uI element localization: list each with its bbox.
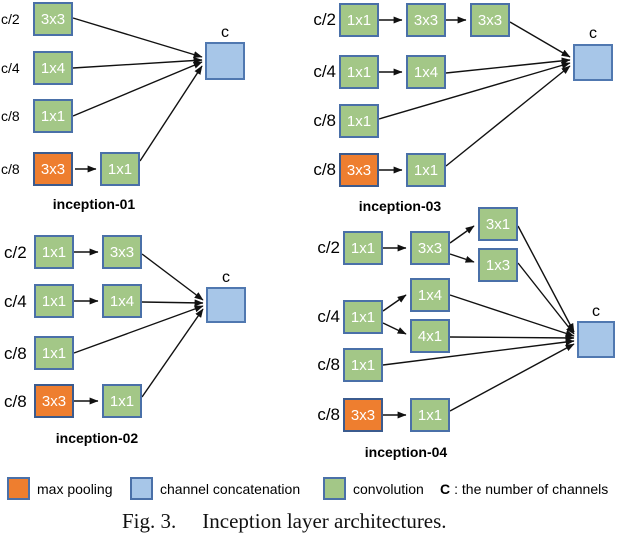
conv-box: 1x1 — [33, 99, 73, 133]
conv-box: 1x1 — [339, 3, 379, 37]
conv-box: 1x1 — [406, 153, 446, 187]
diagram-caption: inception-04 — [364, 444, 448, 460]
conv-box: 1x1 — [34, 284, 74, 318]
legend-label-concatenation: channel concatenation — [160, 481, 301, 497]
conv-box: 1x4 — [102, 284, 142, 318]
max-pooling-box: 3x3 — [34, 384, 74, 418]
inception-04-arrows — [382, 225, 575, 419]
concat-box — [573, 44, 613, 81]
channel-label: c/2 — [317, 238, 340, 257]
conv-box: 3x3 — [406, 3, 446, 37]
conv-box: 1x3 — [478, 248, 518, 282]
inception-03-arrows — [378, 16, 571, 174]
conv-box: 1x1 — [410, 398, 450, 432]
conv-box: 1x1 — [343, 300, 383, 334]
output-channels-label: c — [221, 24, 229, 41]
diagram-caption: inception-02 — [55, 430, 139, 446]
conv-box: 3x1 — [478, 207, 518, 241]
channels-note-text: : the number of channels — [454, 481, 609, 497]
channel-label: c/4 — [4, 292, 27, 311]
conv-box: 1x1 — [102, 384, 142, 418]
conv-box: 3x3 — [410, 231, 450, 265]
output-channels-label: c — [222, 269, 230, 286]
legend-label-convolution: convolution — [353, 481, 424, 497]
channel-label: c/4 — [1, 60, 20, 76]
concat-box — [206, 287, 246, 323]
conv-box: 1x1 — [34, 336, 74, 370]
max-pooling-box: 3x3 — [339, 153, 379, 187]
channel-label: c/8 — [4, 344, 27, 363]
output-channels-label: c — [589, 25, 597, 42]
figure-caption: Fig. 3. Inception layer architectures. — [122, 509, 447, 534]
concat-box — [205, 42, 245, 80]
channel-label: c/8 — [313, 111, 336, 130]
figure-caption-label: Fig. 3. — [122, 509, 177, 533]
channel-label: c/8 — [317, 405, 340, 424]
channel-label: c/8 — [4, 392, 27, 411]
channel-label: c/2 — [4, 243, 27, 262]
channel-label: c/4 — [317, 307, 340, 326]
channel-label: c/8 — [317, 355, 340, 374]
conv-box: 1x1 — [343, 231, 383, 265]
diagram-caption: inception-03 — [358, 198, 442, 214]
channel-label: c/8 — [1, 108, 20, 124]
conv-box: 3x3 — [33, 2, 73, 36]
conv-box: 1x1 — [34, 235, 74, 269]
max-pooling-box: 3x3 — [343, 398, 383, 432]
diagram-caption: inception-01 — [52, 196, 136, 212]
inception-01-arrows — [72, 17, 203, 173]
max-pooling-box: 3x3 — [33, 152, 73, 186]
conv-box: 1x1 — [339, 55, 379, 89]
conv-box: 4x1 — [410, 319, 450, 353]
conv-box: 1x4 — [33, 51, 73, 85]
channel-label: c/2 — [313, 10, 336, 29]
conv-box: 3x3 — [102, 235, 142, 269]
conv-box: 1x1 — [339, 104, 379, 138]
figure-caption-title: Inception layer architectures. — [202, 509, 447, 533]
conv-box: 1x4 — [410, 278, 450, 312]
max-pooling-swatch — [7, 477, 30, 500]
channels-symbol: C — [440, 481, 451, 497]
concat-box — [577, 321, 615, 358]
legend-label-max-pooling: max pooling — [37, 481, 113, 497]
conv-box: 1x4 — [406, 55, 446, 89]
conv-box: 3x3 — [470, 3, 510, 37]
conv-box: 1x1 — [343, 348, 383, 382]
channel-label: c/8 — [1, 161, 20, 177]
channel-label: c/2 — [1, 11, 20, 27]
output-channels-label: c — [592, 303, 600, 320]
convolution-swatch — [323, 477, 346, 500]
channel-label: c/4 — [313, 62, 336, 81]
concatenation-swatch — [130, 477, 153, 500]
channel-label: c/8 — [313, 160, 336, 179]
inception-02-arrows — [73, 248, 204, 405]
conv-box: 1x1 — [100, 152, 140, 186]
legend-channels-note: C: the number of channels — [440, 481, 608, 497]
